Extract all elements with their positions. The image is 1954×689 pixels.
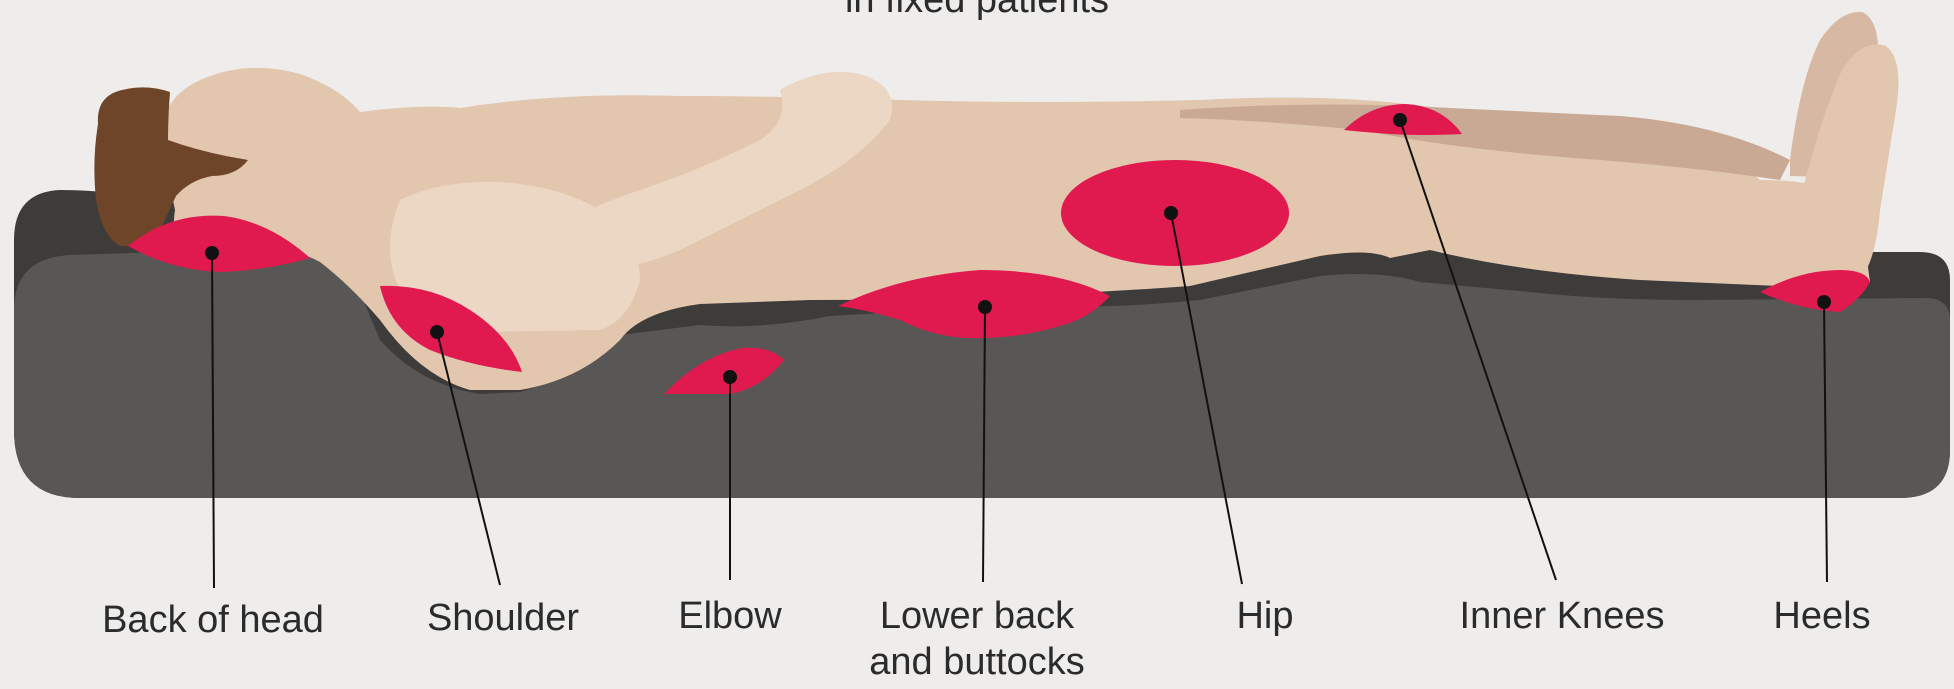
anchor-dot-elbow [723,370,737,384]
anchor-dot-hip [1164,206,1178,220]
anchor-dot-lower-back [978,300,992,314]
label-elbow: Elbow [678,593,782,639]
anchor-dot-shoulder [430,325,444,339]
label-heels: Heels [1773,593,1870,639]
label-shoulder: Shoulder [427,595,579,641]
label-lower-back-and-buttocks: Lower back and buttocks [869,593,1084,685]
anchor-dot-head [205,246,219,260]
label-hip: Hip [1236,593,1293,639]
anchor-dot-heels [1817,295,1831,309]
label-back-of-head: Back of head [102,597,324,643]
anchor-dot-inner-knees [1393,113,1407,127]
label-inner-knees: Inner Knees [1460,593,1665,639]
